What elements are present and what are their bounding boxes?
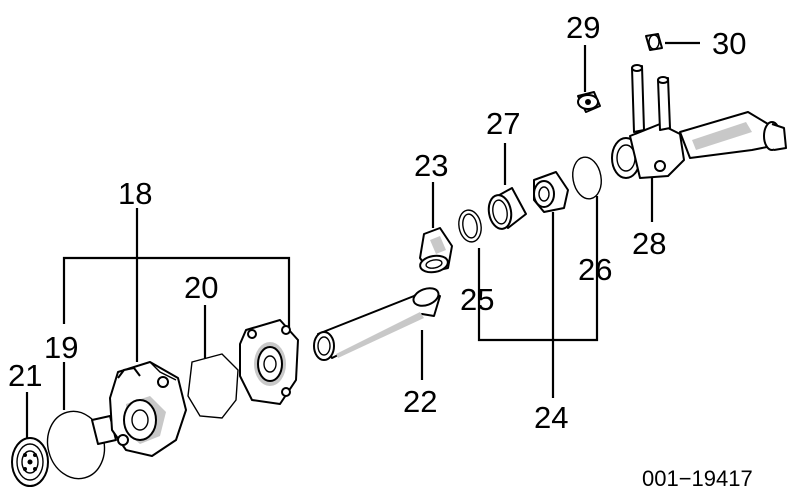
callout-20: 20 bbox=[184, 270, 218, 305]
water-pump-part-18 bbox=[109, 361, 187, 457]
fitting-part-30 bbox=[645, 33, 663, 51]
o-ring-part-25 bbox=[458, 209, 482, 243]
sensor-part-29 bbox=[577, 91, 601, 113]
callout-23: 23 bbox=[414, 148, 448, 183]
square-gasket bbox=[91, 415, 117, 445]
pulley-part-21 bbox=[11, 437, 49, 487]
adapter-part-24 bbox=[533, 171, 569, 213]
callout-24: 24 bbox=[534, 400, 568, 435]
callout-18: 18 bbox=[118, 176, 152, 211]
callout-21: 21 bbox=[8, 358, 42, 393]
sleeve-part-27 bbox=[487, 187, 527, 230]
thermostat-housing-part-28 bbox=[611, 64, 787, 179]
o-ring-part-26 bbox=[572, 156, 602, 200]
callout-26: 26 bbox=[578, 252, 612, 287]
gasket-ring-part-19 bbox=[46, 410, 106, 480]
callout-22: 22 bbox=[403, 384, 437, 419]
callout-19: 19 bbox=[44, 330, 78, 365]
callout-30: 30 bbox=[712, 26, 746, 61]
leader-bracket-19 bbox=[62, 256, 291, 330]
elbow-fitting-part-23 bbox=[419, 227, 453, 274]
callout-29: 29 bbox=[566, 10, 600, 45]
pump-housing-cover bbox=[239, 319, 299, 405]
housing-gasket-part-20 bbox=[187, 353, 239, 419]
callout-labels: 18 19 20 21 22 23 24 25 26 27 28 29 30 bbox=[8, 10, 746, 435]
callout-27: 27 bbox=[486, 106, 520, 141]
callout-25: 25 bbox=[460, 282, 494, 317]
callout-28: 28 bbox=[632, 226, 666, 261]
leader-bracket-25-26 bbox=[477, 196, 599, 342]
leader-lines bbox=[25, 41, 700, 438]
coolant-pipe-part-22 bbox=[313, 287, 441, 361]
catalog-number: 001−19417 bbox=[642, 466, 753, 491]
